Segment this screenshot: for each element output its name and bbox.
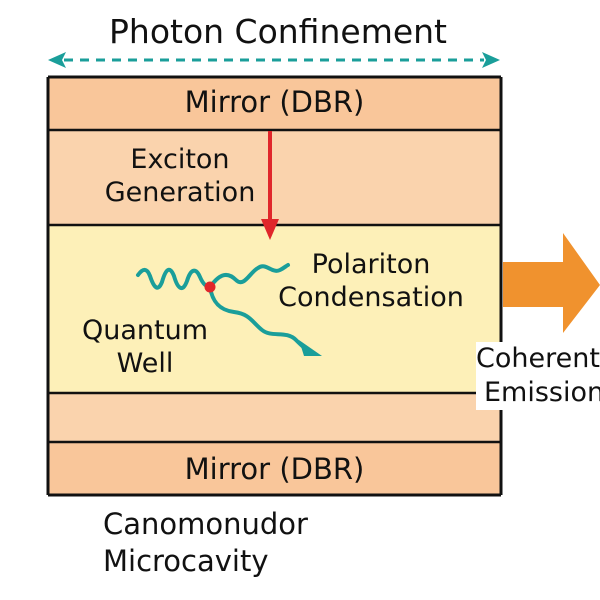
coherent-emission-label: Coherent Emission: [476, 342, 600, 410]
emission-line1: Coherent: [476, 343, 600, 374]
top-mirror-label: Mirror (DBR): [184, 85, 365, 119]
microcavity-label: Canomonudor Microcavity: [103, 506, 308, 580]
polariton-condensation-label: Polariton Condensation: [266, 248, 476, 314]
exciton-line1: Exciton: [130, 144, 230, 175]
coherent-emission-arrow: [503, 233, 600, 333]
bottom-mirror-layer: Mirror (DBR): [48, 442, 501, 495]
quantum-well-layer: [48, 225, 501, 393]
exciton-generation-label: Exciton Generation: [95, 143, 265, 209]
exciton-line2: Generation: [104, 177, 256, 208]
exciton-generation-arrow: [261, 131, 279, 240]
polariton-line1: Polariton: [311, 249, 431, 280]
bottom-mirror-label: Mirror (DBR): [184, 452, 365, 486]
emission-arrowhead-icon: [299, 340, 322, 356]
top-spacer-layer: [48, 130, 501, 225]
quantum-well-label: Quantum Well: [70, 314, 220, 380]
footer-line2: Microcavity: [103, 544, 269, 578]
interaction-point: [204, 281, 216, 293]
quantum-line1: Quantum: [81, 315, 209, 346]
footer-line1: Canomonudor: [103, 507, 308, 541]
top-mirror-layer: Mirror (DBR): [48, 77, 501, 130]
polariton-line2: Condensation: [278, 282, 464, 313]
photon-confinement-arrow: [48, 52, 500, 68]
quantum-line2: Well: [116, 348, 174, 379]
bottom-spacer-layer: [48, 393, 501, 442]
emission-line2: Emission: [484, 377, 600, 408]
photon-confinement-title: Photon Confinement: [109, 12, 447, 51]
